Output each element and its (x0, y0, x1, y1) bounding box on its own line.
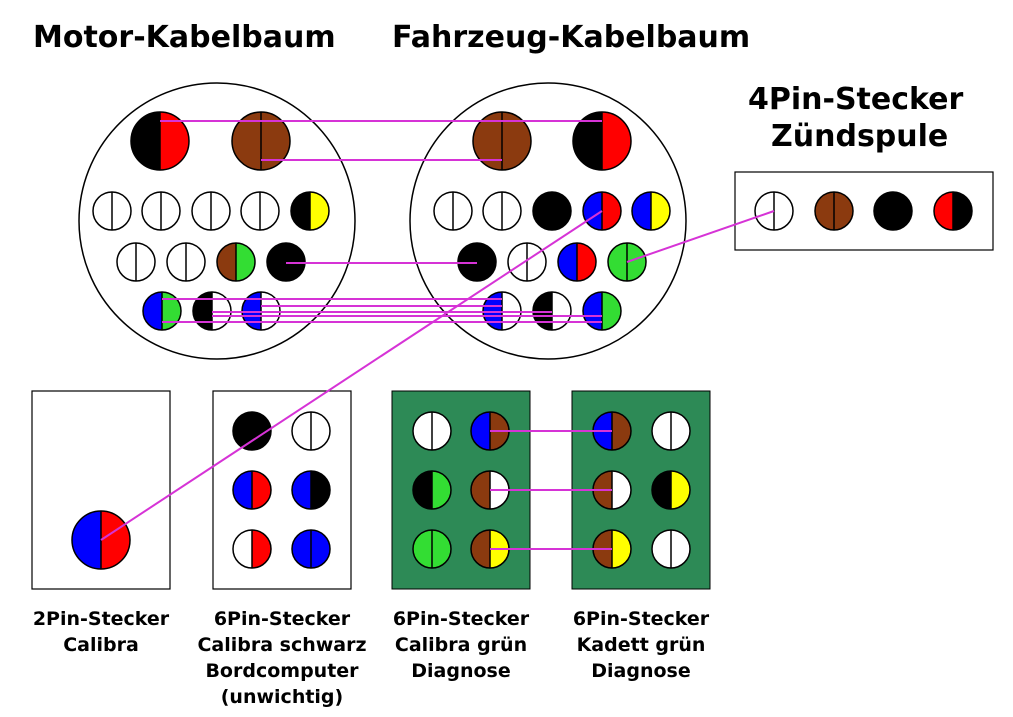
vehicle-pin-row2 (557, 242, 597, 282)
vehicle-pin-row1 (482, 191, 522, 231)
ignition-coil-title-line1: 4Pin-Stecker (748, 82, 964, 117)
calibra-2pin-label-line2: Calibra (63, 634, 139, 656)
calibra-black-6pin-label-line1: 6Pin-Stecker (213, 608, 351, 630)
calibra-black-pin (291, 411, 331, 451)
vehicle-pin-row3 (582, 291, 622, 331)
kadett-green-6pin-label-line2: Kadett grün (576, 634, 706, 656)
motor-pin-row1 (141, 191, 181, 231)
kadett-green-pin (651, 411, 691, 451)
motor-pin-row2 (166, 242, 206, 282)
ignition-coil-pin (873, 191, 913, 231)
ignition-coil-pin (754, 191, 794, 231)
calibra-black-pin (291, 470, 331, 510)
calibra-green-pin (412, 470, 452, 510)
calibra-green-6pin-label-line3: Diagnose (411, 660, 511, 682)
motor-harness-title: Motor-Kabelbaum (33, 20, 336, 55)
calibra-green-6pin-label-line2: Calibra grün (394, 634, 528, 656)
calibra-green-pin (412, 411, 452, 451)
wire-vehicle-to-ignition (626, 210, 775, 263)
vehicle-pin-row2 (507, 242, 547, 282)
calibra-black-6pin-label-line3: Bordcomputer (205, 660, 359, 682)
ignition-coil-pin (814, 191, 854, 231)
motor-pin-row1 (191, 191, 231, 231)
vehicle-pin-black-red (572, 111, 632, 171)
motor-pin-row2 (216, 242, 256, 282)
calibra-black-6pin-label: 6Pin-Stecker Calibra schwarz Bordcompute… (185, 606, 379, 710)
motor-pin-black-red (130, 111, 190, 171)
motor-pin-row2 (116, 242, 156, 282)
calibra-black-pin (232, 529, 272, 569)
calibra-green-6pin-label: 6Pin-Stecker Calibra grün Diagnose (381, 606, 541, 684)
vehicle-pin-row1 (532, 191, 572, 231)
vehicle-pin-row1 (433, 191, 473, 231)
kadett-green-6pin-label-line1: 6Pin-Stecker (572, 608, 710, 630)
calibra-black-pin (232, 470, 272, 510)
kadett-green-pin (651, 470, 691, 510)
motor-pin-row1 (92, 191, 132, 231)
motor-pin-row3 (142, 291, 182, 331)
kadett-green-6pin-label-line3: Diagnose (591, 660, 691, 682)
calibra-black-pin (232, 411, 272, 451)
motor-pin-brown (231, 111, 291, 171)
ignition-coil-title-line2: Zündspule (771, 119, 949, 154)
calibra-2pin-label: 2Pin-Stecker Calibra (20, 606, 182, 658)
calibra-2pin-label-line1: 2Pin-Stecker (32, 608, 170, 630)
wire-calibra-2pin-to-vehicle (100, 210, 603, 541)
kadett-green-pin (651, 529, 691, 569)
ignition-coil-pin (933, 191, 973, 231)
vehicle-pin-row1 (631, 191, 671, 231)
calibra-green-6pin-label-line1: 6Pin-Stecker (392, 608, 530, 630)
motor-pin-row1 (240, 191, 280, 231)
calibra-black-pin (291, 529, 331, 569)
calibra-black-6pin-label-line4: (unwichtig) (220, 686, 344, 708)
vehicle-pin-row2 (607, 242, 647, 282)
calibra-black-6pin-label-line2: Calibra schwarz (197, 634, 367, 656)
kadett-green-pin (592, 529, 632, 569)
vehicle-harness-title: Fahrzeug-Kabelbaum (392, 20, 751, 55)
motor-pin-row1 (290, 191, 330, 231)
kadett-green-6pin-label: 6Pin-Stecker Kadett grün Diagnose (561, 606, 721, 684)
calibra-green-pin (412, 529, 452, 569)
